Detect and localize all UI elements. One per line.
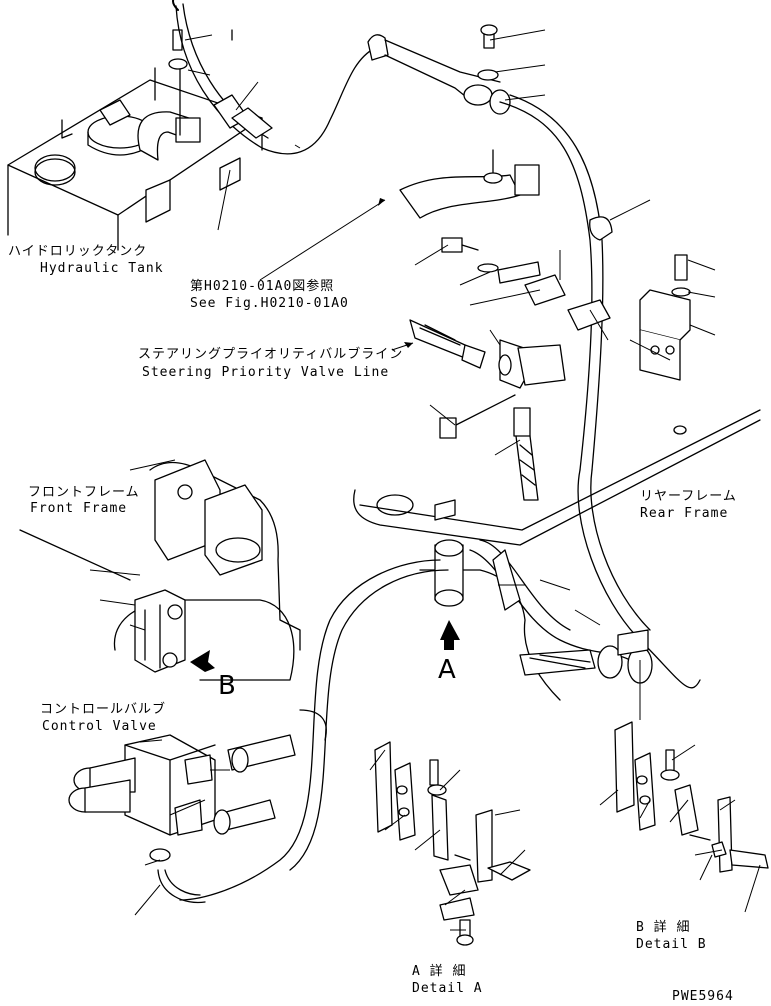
tank-return-hose: [172, 0, 376, 155]
view-b-label: B: [218, 671, 236, 701]
control-valve-label-en: Control Valve: [42, 719, 157, 734]
view-b-arrow: [190, 650, 215, 672]
valve-block-b: [134, 589, 215, 673]
block-a: [434, 499, 464, 650]
see-fig-arrowhead: [378, 198, 385, 206]
leader-lines: [89, 29, 761, 931]
steering-arrowhead: [404, 342, 413, 348]
steering-line-label-en: Steering Priority Valve Line: [142, 365, 389, 380]
see-fig-label-en: See Fig.H0210-01A0: [190, 296, 349, 311]
hydraulic-tank-label-en: Hydraulic Tank: [40, 261, 164, 276]
detail-a-label-en: Detail A: [412, 981, 483, 996]
view-a-arrow: [440, 620, 460, 650]
rear-frame-label-jp: リヤーフレーム: [640, 489, 737, 504]
control-valve: [68, 734, 296, 904]
detail-b-label-jp: B 詳 細: [636, 919, 690, 935]
view-a-label: A: [438, 655, 456, 685]
center-hose: [399, 149, 540, 219]
detail-b-label-en: Detail B: [636, 937, 707, 952]
front-frame: [19, 459, 301, 681]
see-fig-label-jp: 第H0210-01A0図参照: [190, 278, 334, 294]
hydraulic-tank-label-jp: ハイドロリックタンク: [8, 244, 147, 259]
detail-b-parts: [614, 721, 769, 873]
control-valve-hose: [179, 559, 449, 901]
clamp-cluster-upper: [441, 237, 691, 381]
detail-a-label-jp: A 詳 細: [412, 963, 466, 979]
detail-a-parts: [374, 741, 531, 946]
rear-frame: [353, 409, 761, 701]
drawing-code: PWE5964: [672, 989, 734, 1004]
top-clamp-bracket: [367, 24, 511, 115]
rear-frame-label-en: Rear Frame: [640, 506, 728, 521]
front-frame-label-jp: フロントフレーム: [28, 485, 140, 500]
frame-hoses: [469, 539, 653, 684]
steering-line-parts: [409, 319, 566, 501]
hydraulic-tank: [7, 29, 263, 251]
main-hose: [499, 94, 701, 689]
control-valve-label-jp: コントロールバルブ: [40, 701, 166, 717]
steering-line-label-jp: ステアリングプライオリティバルブライン: [138, 346, 403, 362]
front-frame-label-en: Front Frame: [30, 501, 127, 516]
